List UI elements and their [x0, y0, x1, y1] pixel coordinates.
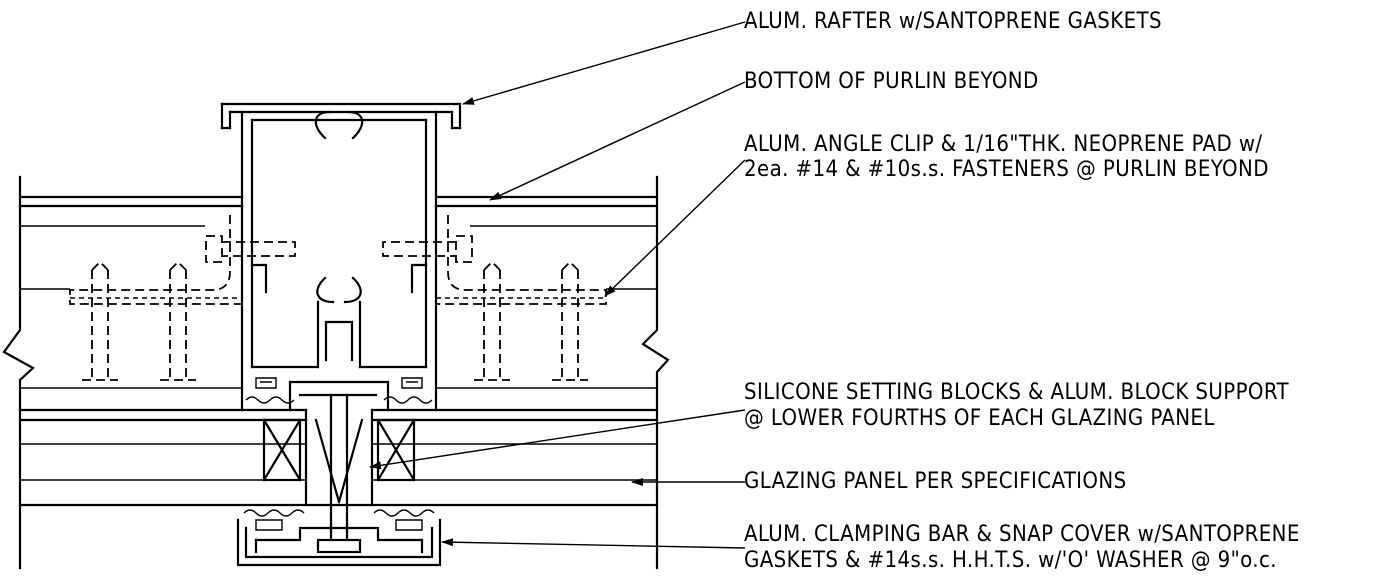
right-break-line	[641, 175, 670, 570]
setting-block-support	[288, 380, 390, 542]
callout-purlin: BOTTOM OF PURLIN BEYOND	[744, 69, 1039, 94]
leader-lines	[369, 21, 746, 549]
rafter-gaskets	[245, 377, 433, 404]
angle-clips-fasteners	[69, 215, 607, 381]
callout-angle-clip-line1: ALUM. ANGLE CLIP & 1/16"THK. NEOPRENE PA…	[744, 132, 1263, 157]
left-break-line	[2, 175, 35, 570]
callout-clamping-line1: ALUM. CLAMPING BAR & SNAP COVER w/SANTOP…	[744, 522, 1300, 547]
callout-angle-clip-line2: 2ea. #14 & #10s.s. FASTENERS @ PURLIN BE…	[744, 157, 1269, 182]
purlin-beyond	[18, 195, 659, 389]
glazing-panels	[18, 408, 659, 507]
aluminum-rafter	[220, 102, 462, 412]
callout-glazing: GLAZING PANEL PER SPECIFICATIONS	[744, 469, 1127, 494]
callout-setting-blocks-line2: @ LOWER FOURTHS OF EACH GLAZING PANEL	[744, 406, 1215, 431]
callout-setting-blocks-line1: SILICONE SETTING BLOCKS & ALUM. BLOCK SU…	[744, 380, 1289, 405]
clamping-bar-snap-cover	[236, 509, 442, 567]
callout-clamping-line2: GASKETS & #14s.s. H.H.T.S. w/'O' WASHER …	[744, 548, 1277, 573]
callout-rafter: ALUM. RAFTER w/SANTOPRENE GASKETS	[744, 9, 1163, 34]
